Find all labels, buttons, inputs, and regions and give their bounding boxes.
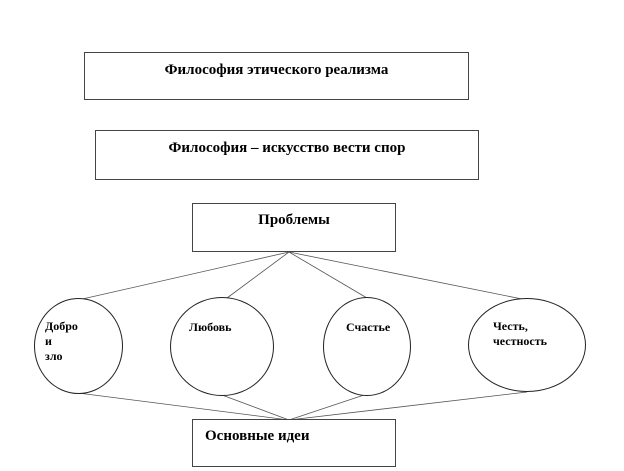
circle-lyubov-label: Любовь xyxy=(189,320,232,334)
box-art-of-debate-label: Философия – искусство вести спор xyxy=(168,140,406,156)
circle-dobro-i-zlo-label: Добро и зло xyxy=(45,319,78,363)
connector-problems-lyubov xyxy=(226,251,290,299)
connector-problems-dobro xyxy=(77,251,290,301)
circle-lyubov: Любовь xyxy=(170,297,274,396)
box-problems-label: Проблемы xyxy=(258,212,330,228)
box-problems: Проблемы xyxy=(192,203,396,252)
box-art-of-debate: Философия – искусство вести спор xyxy=(95,130,479,180)
box-ethical-realism-label: Философия этического реализма xyxy=(164,62,389,78)
connector-lyubov-ideas xyxy=(221,394,290,421)
circle-schastye: Счастье xyxy=(323,297,411,396)
connector-problems-chest xyxy=(288,251,528,301)
connector-dobro-ideas xyxy=(77,392,290,421)
circle-chest-chestnost-label: Честь, честность xyxy=(493,319,547,348)
circle-dobro-i-zlo: Добро и зло xyxy=(34,298,123,394)
circle-schastye-label: Счастье xyxy=(346,320,391,334)
circle-chest-chestnost: Честь, честность xyxy=(468,298,586,392)
connector-chest-ideas xyxy=(288,391,528,421)
connector-problems-schastye xyxy=(288,251,368,299)
box-main-ideas: Основные идеи xyxy=(192,419,396,467)
box-main-ideas-label: Основные идеи xyxy=(205,428,310,444)
connector-schastye-ideas xyxy=(288,394,365,421)
box-ethical-realism: Философия этического реализма xyxy=(84,52,469,100)
